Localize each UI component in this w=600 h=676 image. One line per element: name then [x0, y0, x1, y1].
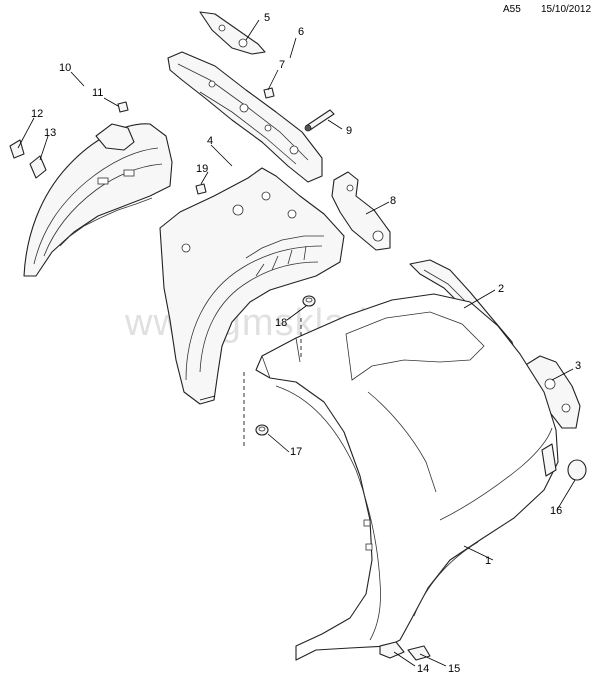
callout-13: 13: [44, 127, 56, 139]
part-19-clip: [195, 183, 207, 195]
callout-9: 9: [346, 125, 352, 137]
part-8-bracket: [331, 171, 391, 251]
callout-4: 4: [207, 135, 213, 147]
callout-17: 17: [290, 446, 302, 458]
part-13-bracket: [29, 155, 47, 179]
callout-16: 16: [550, 505, 562, 517]
callout-15: 15: [448, 663, 460, 675]
part-1-quarter-panel: [255, 293, 559, 661]
leader-lines: [17, 19, 576, 667]
diagram-date: 15/10/2012: [541, 4, 591, 15]
callout-2: 2: [498, 283, 504, 295]
part-9-pin: [304, 109, 335, 132]
callout-19: 19: [196, 163, 208, 175]
callout-6: 6: [298, 26, 304, 38]
page-code: A55: [503, 4, 521, 15]
callout-8: 8: [390, 195, 396, 207]
callout-5: 5: [264, 12, 270, 24]
part-15-bracket: [407, 645, 431, 661]
callout-7: 7: [279, 59, 285, 71]
part-16-fuel-door: [567, 459, 587, 481]
callout-10: 10: [59, 62, 71, 74]
callout-18: 18: [275, 317, 287, 329]
part-12-bracket: [9, 139, 25, 159]
part-6-upper-rail: [167, 51, 323, 183]
callout-1: 1: [485, 555, 491, 567]
part-11-clip: [117, 101, 129, 113]
part-4-wheelhouse-panel: [159, 167, 345, 405]
callout-11: 11: [92, 87, 103, 99]
part-5-bracket: [199, 11, 266, 55]
callout-14: 14: [417, 663, 429, 675]
callout-3: 3: [575, 360, 581, 372]
callout-12: 12: [31, 108, 43, 120]
part-18-grommet: [302, 295, 316, 307]
part-17-grommet: [255, 424, 269, 436]
part-7-clip: [263, 87, 275, 99]
part-10-inner-wheelhouse: [23, 123, 173, 277]
part-14-bracket: [379, 641, 405, 659]
